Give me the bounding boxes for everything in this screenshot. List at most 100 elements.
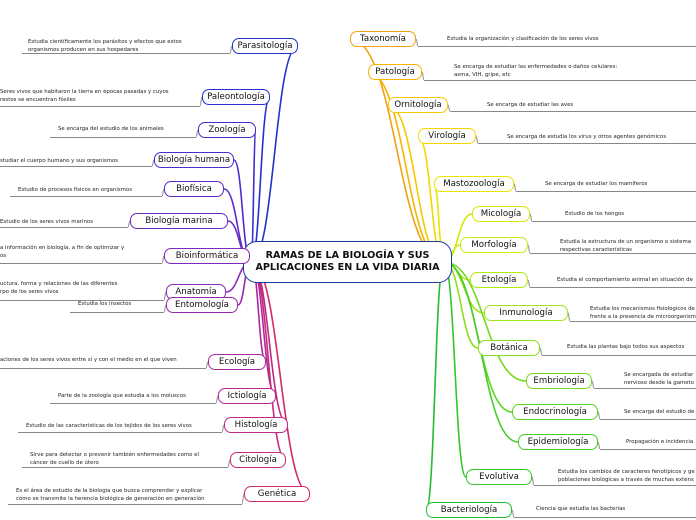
branch-node-zoologia[interactable]: Zoología [198,122,256,138]
desc-connector-morfologia [527,244,531,254]
desc-connector-endocrinologia [597,411,601,420]
branch-label: Bacteriología [440,505,498,515]
branch-description-ornitologia[interactable]: Se encarga de estudiar las aves [487,102,574,108]
desc-connector-ictiologia [215,395,219,404]
desc-connector-anatomia [163,291,167,301]
branch-description-biologia-marina[interactable]: Estudio de los seres vivos marinos [0,219,93,225]
description-underline [70,312,164,313]
desc-connector-biofisica [161,188,165,197]
branch-label: Anatomía [175,287,217,297]
branch-label: Zoología [208,125,246,135]
branch-label: Biología humana [157,155,231,165]
branch-node-patologia[interactable]: Patología [368,64,422,80]
branch-label: Inmunología [499,308,553,318]
branch-description-biologia-humana[interactable]: studiar el cuerpo humano y sus organismo… [0,158,119,164]
branch-description-citologia[interactable]: Sirve para detectar o prevenir también e… [30,452,199,466]
branch-description-epidemiologia[interactable]: Propagación e incidencia [626,439,694,445]
branch-description-entomologia[interactable]: Estudia los insectos [78,301,132,307]
branch-node-taxonomia[interactable]: Taxonomía [350,31,416,47]
desc-connector-embriologia [591,380,595,389]
branch-label: Biofísica [176,184,212,194]
desc-connector-biologia-humana [151,159,155,167]
branch-description-paleontologia[interactable]: Seres vivos que habitaron la tierra en é… [0,89,169,103]
description-underline [0,368,206,369]
branch-description-bacteriologia[interactable]: Ciencia que estudia las bacterias [536,506,626,512]
desc-connector-etologia [527,279,531,288]
description-underline [22,53,230,54]
branch-description-ictiologia[interactable]: Parte de la zoología que estudia a los m… [58,393,186,399]
branch-label: Bioinformática [175,251,239,261]
branch-node-morfologia[interactable]: Morfología [460,237,528,253]
branch-description-micologia[interactable]: Estudio de los hongos [565,211,625,217]
branch-node-paleontologia[interactable]: Paleontología [202,89,270,105]
desc-connector-entomologia [163,304,167,313]
branch-node-evolutiva[interactable]: Evolutiva [466,469,532,485]
branch-label: Citología [239,455,277,465]
branch-node-histologia[interactable]: Histología [224,417,288,433]
branch-node-ornitologia[interactable]: Ornitología [388,97,448,113]
description-underline [18,432,222,433]
branch-node-etologia[interactable]: Etología [470,272,528,288]
branch-label: Morfología [471,240,517,250]
branch-node-endocrinologia[interactable]: Endocrinología [512,404,598,420]
description-underline [530,253,696,254]
branch-node-parasitologia[interactable]: Parasitología [232,38,298,54]
branch-node-biologia-humana[interactable]: Biología humana [154,152,234,168]
branch-label: Epidemiología [527,437,589,447]
central-topic[interactable]: RAMAS DE LA BIOLOGÍA Y SUS APLICACIONES … [243,241,452,283]
description-underline [0,263,162,264]
branch-description-histologia[interactable]: Estudio de las características de los te… [26,423,192,429]
branch-description-inmunologia[interactable]: Estudia los mecanismos fisiológicos de f… [590,306,696,320]
description-underline [594,388,696,389]
description-underline [0,106,200,107]
branch-node-bacteriologia[interactable]: Bacteriología [426,502,512,518]
branch-node-ecologia[interactable]: Ecología [208,354,266,370]
branch-node-entomologia[interactable]: Entomología [166,297,238,313]
description-underline [50,403,216,404]
description-underline [516,191,696,192]
branch-node-biologia-marina[interactable]: Biología marina [130,213,228,229]
desc-connector-taxonomia [415,38,419,47]
branch-node-virologia[interactable]: Virología [418,128,476,144]
branch-description-taxonomia[interactable]: Estudia la organización y clasificación … [447,36,599,42]
desc-connector-bioinformatica [161,255,165,264]
branch-description-endocrinologia[interactable]: Se encarga del estudio de [624,409,695,415]
desc-connector-virologia [475,135,479,144]
description-underline [0,166,152,167]
branch-description-anatomia[interactable]: uctura, forma y relaciones de las difere… [0,281,118,295]
desc-connector-micologia [529,213,533,222]
desc-connector-parasitologia [229,45,233,54]
branch-description-etologia[interactable]: Estudia el comportamiento animal en situ… [557,277,693,283]
branch-node-inmunologia[interactable]: Inmunología [484,305,568,321]
branch-node-epidemiologia[interactable]: Epidemiología [518,434,598,450]
branch-description-morfologia[interactable]: Estudia la estructura de un organismo o … [560,239,692,253]
branch-label: Mastozoología [443,179,505,189]
branch-label: Evolutiva [479,472,519,482]
desc-connector-citologia [227,459,231,468]
branch-description-botanica[interactable]: Estudia las plantas bajo todos sus aspec… [567,344,685,350]
branch-node-genetica[interactable]: Genética [244,486,310,502]
branch-description-embriologia[interactable]: Se encargada de estudiar nervioso desde … [624,372,694,386]
branch-label: Histología [234,420,278,430]
branch-node-bioinformatica[interactable]: Bioinformática [164,248,250,264]
desc-connector-mastozoologia [513,183,517,192]
branch-node-biofisica[interactable]: Biofísica [164,181,224,197]
branch-description-genetica[interactable]: Es el área de estudio de la biología que… [16,488,205,502]
branch-node-embriologia[interactable]: Embriología [526,373,592,389]
branch-node-ictiologia[interactable]: Ictiología [218,388,276,404]
branch-node-mastozoologia[interactable]: Mastozoología [434,176,514,192]
branch-description-zoologia[interactable]: Se encarga del estudio de los animales [58,126,164,132]
description-underline [424,80,696,81]
branch-description-evolutiva[interactable]: Estudia los cambios de caracteres fenotí… [558,469,695,483]
branch-description-mastozoologia[interactable]: Se encarga de estudiar los mamíferos [545,181,648,187]
branch-description-virologia[interactable]: Se encarga de estudia los virus y otros … [507,134,667,140]
branch-description-patologia[interactable]: Se encarga de estudiar las enfermedades … [454,64,618,78]
branch-node-micologia[interactable]: Micología [472,206,530,222]
branch-node-botanica[interactable]: Botánica [478,340,540,356]
central-topic-title: RAMAS DE LA BIOLOGÍA Y SUS APLICACIONES … [255,250,440,273]
branch-node-citologia[interactable]: Citología [230,452,286,468]
branch-description-biofisica[interactable]: Estudio de procesos físicos en organismo… [18,187,133,193]
branch-description-parasitologia[interactable]: Estudia científicamente los parásitos y … [28,39,182,53]
branch-description-bioinformatica[interactable]: a información en biología, a fin de opti… [0,245,125,259]
branch-description-ecologia[interactable]: aciones de los seres vivos entre sí y co… [0,357,177,363]
